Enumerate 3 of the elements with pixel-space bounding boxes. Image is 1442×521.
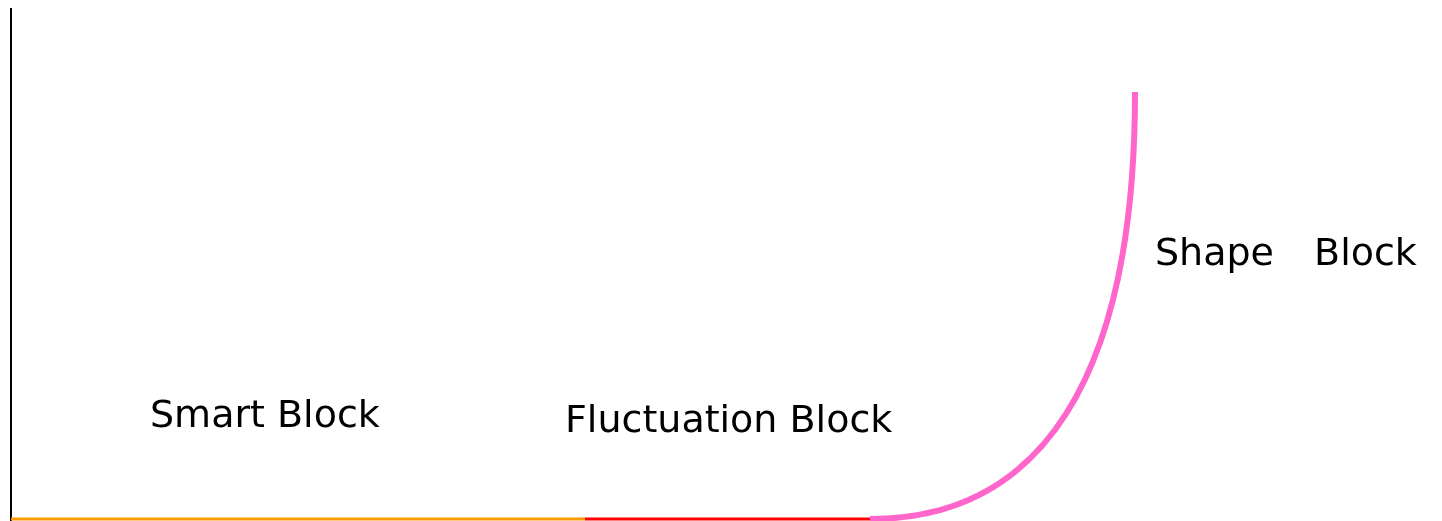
block-label: Shape Block (1155, 233, 1417, 271)
block-label: Fluctuation Block (565, 400, 893, 438)
block-label: Smart Block (150, 395, 380, 433)
